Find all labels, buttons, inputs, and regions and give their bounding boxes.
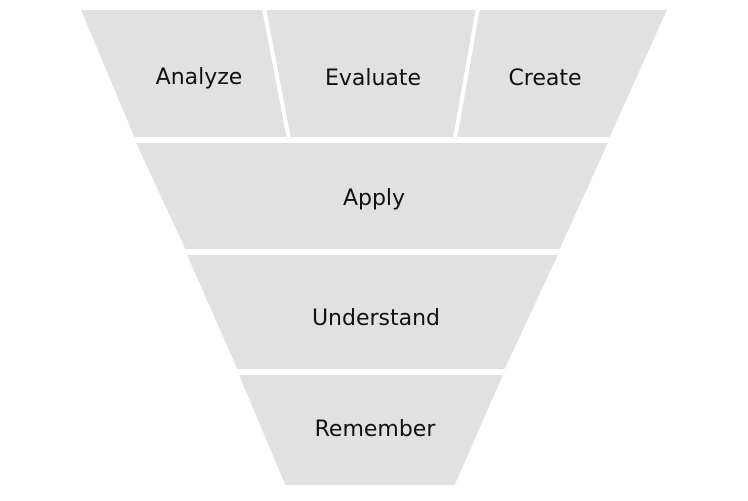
label-understand: Understand <box>312 306 440 331</box>
pyramid-top-row <box>74 6 674 141</box>
pyramid-labels: Analyze Evaluate Create Apply Understand… <box>156 65 582 442</box>
segment-remember <box>232 371 510 489</box>
label-apply: Apply <box>343 186 405 211</box>
label-analyze: Analyze <box>156 65 243 90</box>
pyramid-levels <box>129 139 615 489</box>
label-evaluate: Evaluate <box>325 66 421 91</box>
label-create: Create <box>508 66 581 91</box>
label-remember: Remember <box>315 417 437 442</box>
